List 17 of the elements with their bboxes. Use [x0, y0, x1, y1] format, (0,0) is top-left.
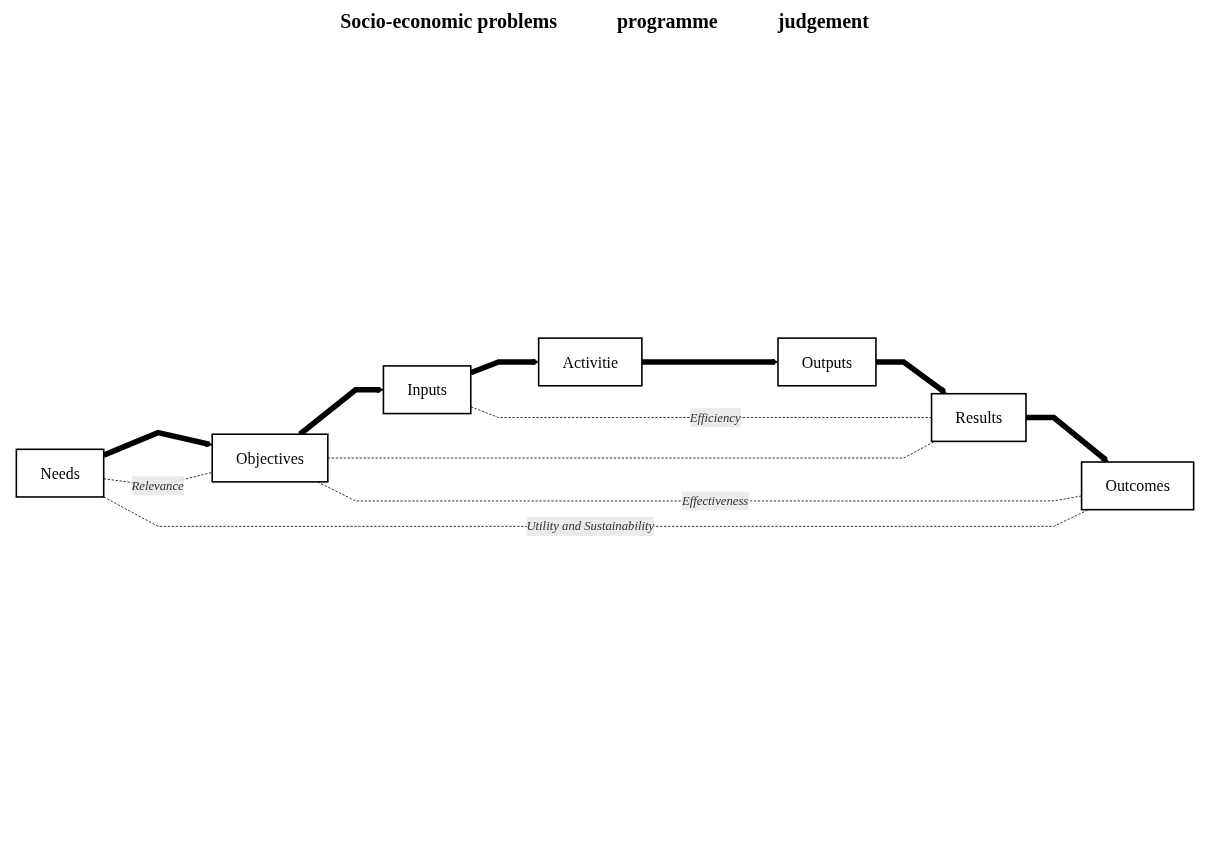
node-box: Outputs [776, 337, 877, 387]
edge-label: Relevance [131, 478, 184, 493]
node-box: Activitie [537, 337, 643, 387]
arrow [641, 358, 778, 366]
node-box: Results [930, 392, 1027, 443]
zone-label: Socio-economic problems [340, 10, 557, 33]
node-box: Inputs [382, 365, 472, 415]
node-box: Outcomes [1080, 461, 1194, 511]
edge-label: Utility and Sustainability [525, 519, 654, 533]
edge-label: Efficiency [689, 410, 741, 424]
arrow [1025, 414, 1109, 463]
zone-label: programme [617, 10, 718, 33]
node-box: Objectives [210, 433, 329, 483]
edge-label: Effectiveness [681, 493, 748, 508]
arrow [875, 359, 947, 395]
node-box: Needs [15, 448, 104, 498]
zone-label: judgement [777, 10, 869, 33]
